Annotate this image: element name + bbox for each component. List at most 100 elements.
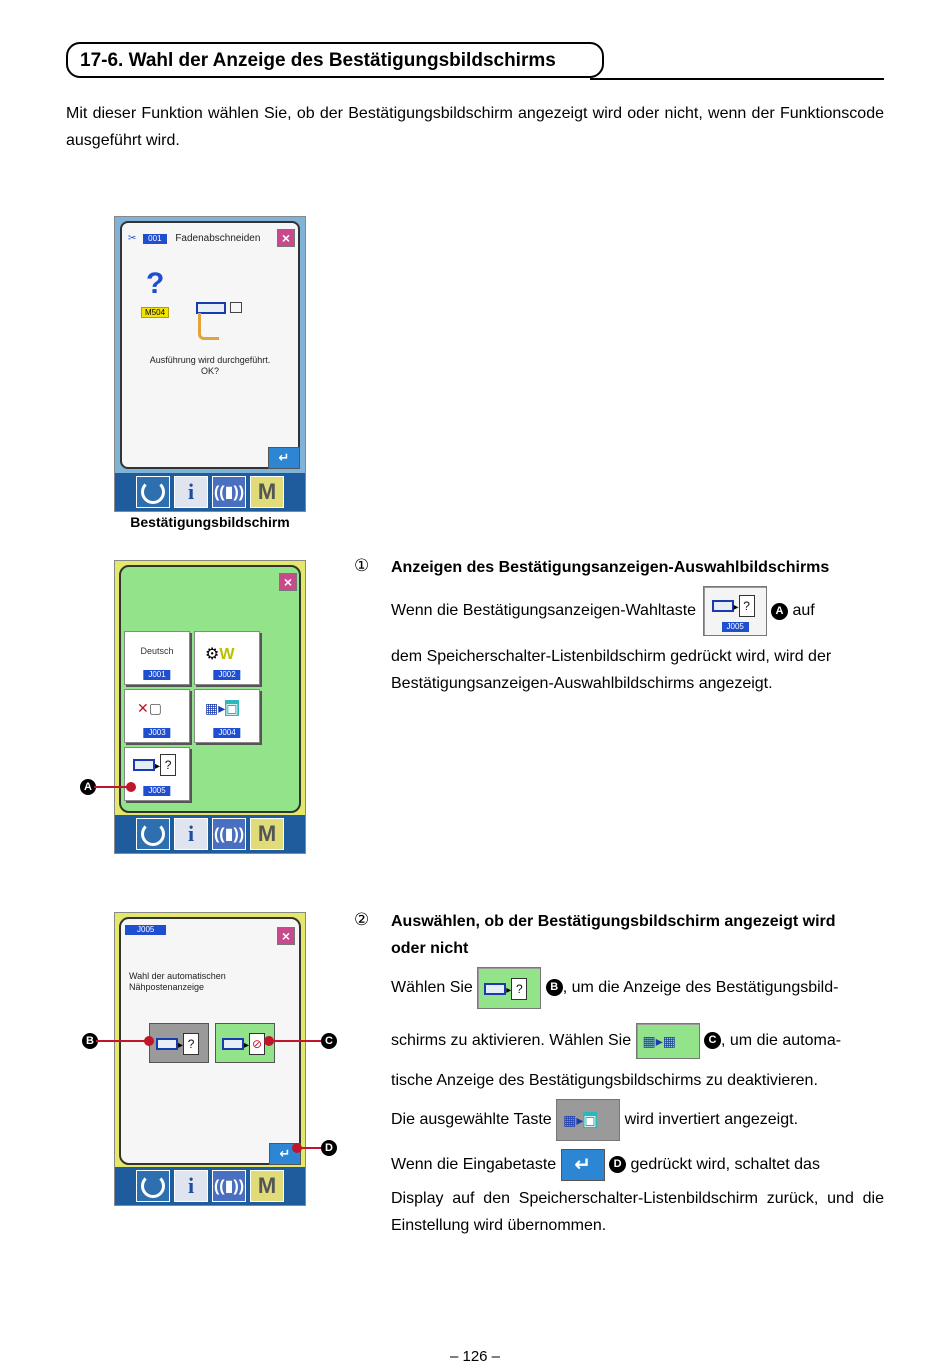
marker-c: C	[321, 1033, 337, 1049]
confirm-display-icon: ▸?	[133, 754, 177, 776]
communication-button[interactable]: ((▮))	[212, 476, 246, 508]
tile-code: J002	[213, 670, 241, 680]
section-heading: 17-6. Wahl der Anzeige des Bestätigungsb…	[66, 42, 604, 78]
tile-j002[interactable]: ⚙W J002	[194, 631, 260, 685]
inverted-key: ▦▸▣	[556, 1098, 621, 1141]
device-icon	[484, 982, 507, 995]
step1-title-text: Anzeigen des Bestätigungsanzeigen-Auswah…	[391, 559, 830, 576]
dialog-panel: ✂ 001 Fadenabschneiden × ? M504 Ausführu…	[120, 221, 300, 469]
info-button[interactable]: i	[174, 1170, 208, 1202]
communication-button[interactable]: ((▮))	[212, 818, 246, 850]
tile-code: J003	[143, 728, 171, 738]
step2-line4: Die ausgewählte Taste ▦▸▣ wird invertier…	[391, 1098, 891, 1142]
mode-button[interactable]: M	[250, 818, 284, 850]
device-comm-icon: ((▮))	[213, 1178, 245, 1195]
taskbar: i ((▮)) M	[115, 1167, 305, 1205]
step2-line2: schirms zu aktivieren. Wählen Sie ▦▸▦ C,…	[391, 1022, 891, 1060]
marker-d-line	[296, 1147, 322, 1149]
step2-text-b: , um die Anzeige des Bestätigungsbild-	[562, 979, 839, 996]
step2-line1: Wählen Sie ▸? B, um die Anzeige des Best…	[391, 966, 891, 1010]
message-line-2: OK?	[200, 366, 219, 376]
rotate-icon	[141, 1174, 165, 1198]
tile-j004[interactable]: ▦▸▣ J004	[194, 689, 260, 743]
taskbar: i ((▮)) M	[115, 473, 305, 511]
step2-text-c: schirms zu aktivieren. Wählen Sie	[391, 1032, 632, 1049]
grid-to-needle-icon: ▦▸▣	[563, 1111, 597, 1128]
dialog-header: ✂ 001 Fadenabschneiden	[128, 233, 260, 244]
mode-button[interactable]: M	[250, 1170, 284, 1202]
question-icon: ?	[738, 595, 755, 617]
close-button[interactable]: ×	[277, 229, 295, 247]
marker-a-dot	[126, 782, 136, 792]
communication-button[interactable]: ((▮))	[212, 1170, 246, 1202]
confirm-select-key: ▸? J005	[702, 586, 767, 636]
marker-c-line	[268, 1040, 322, 1042]
step2-text-f: Die ausgewählte Taste	[391, 1111, 552, 1128]
confirmation-screen: ✂ 001 Fadenabschneiden × ? M504 Ausführu…	[114, 216, 306, 512]
rotate-icon	[141, 480, 165, 504]
screen1-caption: Bestätigungsbildschirm	[130, 514, 290, 530]
tile-j003[interactable]: ✕▢ J003	[124, 689, 190, 743]
description-line-2: Nähpostenanzeige	[129, 982, 205, 992]
step2-line5: Wenn die Eingabetaste ↵ D gedrückt wird,…	[391, 1148, 884, 1182]
device-icon	[156, 1038, 178, 1050]
page-number: – 126 –	[449, 1348, 501, 1365]
scissors-icon: ✂	[128, 233, 137, 244]
mode-button[interactable]: M	[250, 476, 284, 508]
info-button[interactable]: i	[174, 818, 208, 850]
step1-text-c: dem Speicherschalter-Listenbildschirm ge…	[391, 648, 832, 692]
confirm-message: Ausführung wird durchgeführt. OK?	[122, 355, 298, 377]
reset-button[interactable]	[136, 1170, 170, 1202]
grid-to-needle-icon: ▦▸▣	[205, 700, 239, 716]
tile-j005[interactable]: ▸? J005	[124, 747, 190, 801]
step2-text-i: gedrückt wird, schaltet das	[630, 1156, 820, 1173]
step2-title: Auswählen, ob der Bestätigungsbildschirm…	[391, 908, 891, 962]
step1-title: Anzeigen des Bestätigungsanzeigen-Auswah…	[391, 554, 891, 581]
question-icon: ?	[146, 267, 165, 300]
taskbar: i ((▮)) M	[115, 815, 305, 853]
no-question-icon: ⊘	[249, 1033, 266, 1055]
confirmation-selection-screen: J005 × Wahl der automatischen Nähpostena…	[114, 912, 306, 1206]
close-button[interactable]: ×	[277, 927, 295, 945]
rotate-icon	[141, 822, 165, 846]
tile-label: Deutsch	[140, 646, 174, 656]
step2-text-j: Display auf den Speicherschalter-Listenb…	[391, 1190, 884, 1234]
marker-a: A	[80, 779, 96, 795]
memory-switch-list-screen: × Deutsch J001 ⚙W J002 ✕▢ J003 ▦▸▣ J004 …	[114, 560, 306, 854]
tile-code: J004	[213, 728, 241, 738]
screen-code: J005	[125, 925, 167, 935]
tile-j001[interactable]: Deutsch J001	[124, 631, 190, 685]
enter-button[interactable]: ↵	[268, 447, 300, 469]
question-icon: ?	[183, 1033, 200, 1055]
display-on-button[interactable]: ▸?	[149, 1023, 209, 1063]
step2-text-e: tische Anzeige des Bestätigungsbildschir…	[391, 1072, 818, 1089]
message-code: M504	[141, 307, 170, 318]
heading-rule	[590, 78, 884, 80]
marker-b-inline: B	[545, 979, 563, 997]
dialog-title: Fadenabschneiden	[175, 233, 261, 244]
reset-button[interactable]	[136, 818, 170, 850]
display-off-key: ▦▸▦	[635, 1022, 700, 1059]
step1-text-b: auf	[792, 602, 815, 620]
device-icon	[711, 600, 734, 612]
reset-button[interactable]	[136, 476, 170, 508]
step1-number: ①	[354, 556, 370, 575]
step2-title-line-1: Auswählen, ob der Bestätigungsbildschirm…	[391, 913, 836, 930]
step2-title-line-2: oder nicht	[391, 940, 469, 957]
device-icon	[222, 1038, 244, 1050]
step2-text-a: Wählen Sie	[391, 979, 473, 996]
tile-code: J005	[143, 786, 171, 796]
device-icon	[196, 299, 243, 317]
enter-key: ↵	[560, 1148, 605, 1181]
marker-a-inline: A	[770, 602, 788, 620]
marker-b-dot	[144, 1036, 154, 1046]
device-comm-icon: ((▮))	[213, 484, 245, 501]
close-button[interactable]: ×	[279, 573, 297, 591]
blank-box-icon	[230, 302, 243, 314]
function-code: 001	[143, 234, 167, 244]
step1-line1: Wenn die Bestätigungsanzeigen-Wahltaste …	[391, 586, 891, 636]
description-line-1: Wahl der automatischen	[129, 971, 226, 981]
step2-text-d: , um die automa-	[721, 1032, 842, 1049]
step2-number: ②	[354, 910, 370, 929]
info-button[interactable]: i	[174, 476, 208, 508]
